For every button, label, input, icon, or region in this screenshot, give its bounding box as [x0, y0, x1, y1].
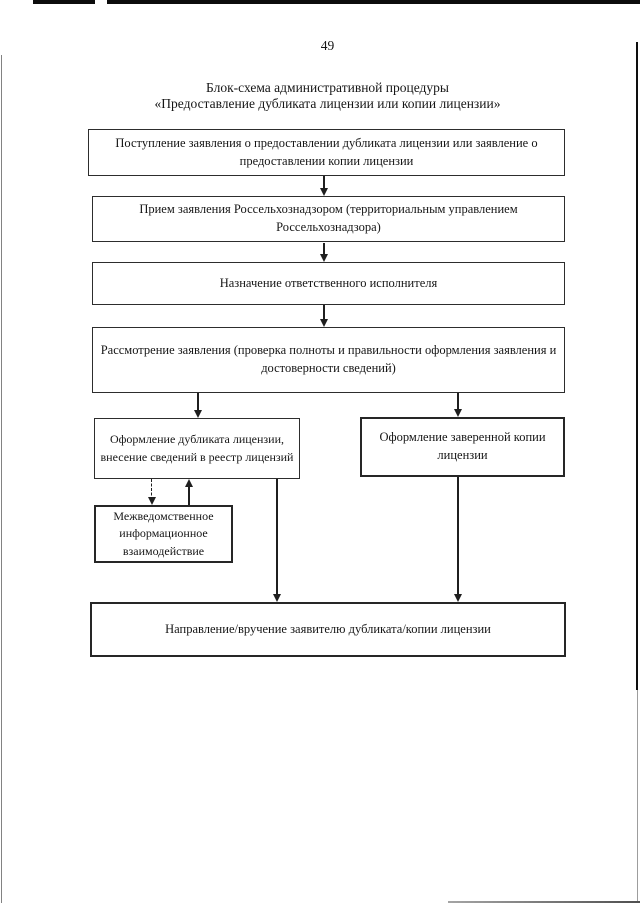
- arrow-head-down-icon: [453, 409, 462, 417]
- flow-node-copy-label: Оформление заверенной копии лицензии: [379, 430, 546, 462]
- page-title: Блок-схема административной процедуры «П…: [15, 80, 640, 111]
- flow-node-reception: Прием заявления Россельхознадзором (терр…: [92, 196, 565, 242]
- arrow-duplicate-to-delivery: [272, 479, 282, 602]
- arrow-line-dashed: [151, 479, 153, 500]
- flow-node-copy: Оформление заверенной копии лицензии: [360, 417, 565, 477]
- page-title-line2: «Предоставление дубликата лицензии или к…: [154, 95, 501, 111]
- flow-node-duplicate-label: Оформление дубликата лицензии, внесение …: [100, 432, 294, 464]
- page-title-line1: Блок-схема административной процедуры: [206, 80, 449, 95]
- arrow-line: [323, 176, 325, 191]
- scan-right-edge-line-faint: [637, 690, 638, 903]
- arrow-head-down-icon: [319, 254, 328, 262]
- arrow-intake-to-reception: [319, 176, 329, 196]
- arrow-head-down-icon: [319, 188, 328, 196]
- arrow-line: [457, 477, 459, 597]
- flow-node-interagency: Межведомственное информационное взаимоде…: [94, 505, 233, 563]
- scan-top-edge-gap: [95, 0, 107, 4]
- arrow-head-down-icon: [147, 497, 156, 505]
- scan-right-edge-line: [636, 42, 638, 690]
- flow-node-intake-label: Поступление заявления о предоставлении д…: [115, 135, 538, 168]
- flow-node-assignment-label: Назначение ответственного исполнителя: [219, 275, 438, 290]
- arrow-interagency-to-duplicate: [184, 479, 194, 505]
- scan-bottom-edge-line: [448, 901, 640, 903]
- flow-node-intake: Поступление заявления о предоставлении д…: [88, 129, 565, 176]
- arrow-head-down-icon: [319, 319, 328, 327]
- arrow-line: [197, 393, 199, 413]
- page-number: 49: [320, 38, 335, 53]
- arrow-reception-to-assignment: [319, 243, 329, 262]
- arrow-duplicate-to-interagency-dashed: [147, 479, 157, 505]
- flow-node-delivery-label: Направление/вручение заявителю дубликата…: [165, 621, 491, 636]
- arrow-line: [276, 479, 278, 597]
- flow-node-delivery: Направление/вручение заявителю дубликата…: [90, 602, 566, 657]
- arrow-review-to-duplicate: [193, 393, 203, 418]
- arrow-line: [457, 393, 459, 412]
- flow-node-reception-label: Прием заявления Россельхознадзором (терр…: [139, 202, 518, 234]
- flow-node-review-label: Рассмотрение заявления (проверка полноты…: [100, 343, 557, 375]
- flow-node-interagency-label: Межведомственное информационное взаимоде…: [113, 509, 214, 558]
- flow-node-review: Рассмотрение заявления (проверка полноты…: [92, 327, 565, 393]
- arrow-head-down-icon: [453, 594, 462, 602]
- flow-node-duplicate: Оформление дубликата лицензии, внесение …: [94, 418, 300, 479]
- arrow-head-down-icon: [193, 410, 202, 418]
- flow-node-assignment: Назначение ответственного исполнителя: [92, 262, 565, 305]
- scan-left-edge-line: [1, 55, 2, 903]
- arrow-head-down-icon: [272, 594, 281, 602]
- arrow-head-up-icon: [184, 479, 193, 487]
- arrow-line: [188, 484, 190, 505]
- arrow-copy-to-delivery: [453, 477, 463, 602]
- arrow-review-to-copy: [453, 393, 463, 417]
- arrow-line: [323, 305, 325, 322]
- arrow-line: [323, 243, 325, 257]
- arrow-assignment-to-review: [319, 305, 329, 327]
- scan-top-edge-bar: [33, 0, 640, 4]
